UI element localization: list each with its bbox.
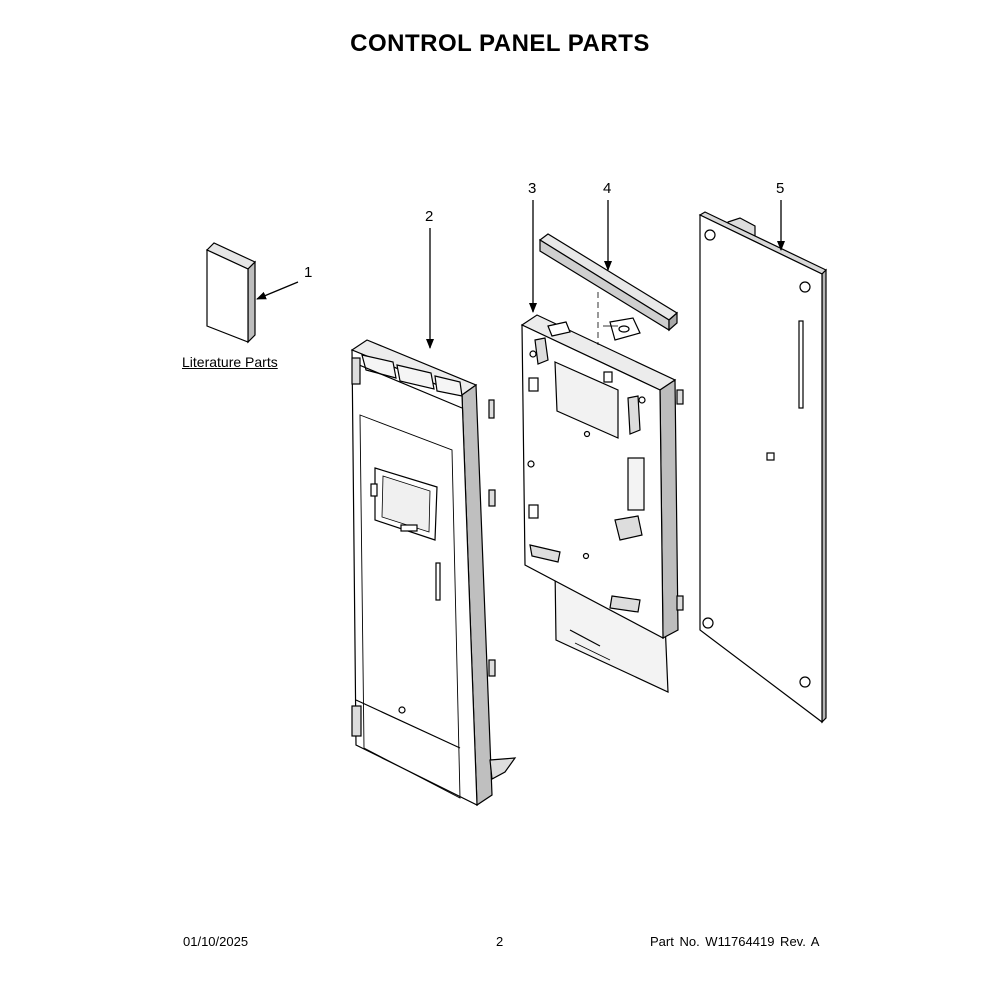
part-mounting-bracket xyxy=(520,314,684,693)
callout-number-4: 4 xyxy=(603,180,611,197)
part-control-board xyxy=(698,211,828,724)
callout-number-1: 1 xyxy=(304,264,312,281)
callout-number-5: 5 xyxy=(776,180,784,197)
part-control-panel-frame xyxy=(350,339,517,807)
part-foam-strip xyxy=(538,233,679,332)
footer-part-number: Part No. W11764419 Rev. A xyxy=(650,934,820,949)
callout-number-2: 2 xyxy=(425,208,433,225)
footer-date: 01/10/2025 xyxy=(183,934,249,949)
part-literature-booklet xyxy=(205,242,257,344)
footer-page-number: 2 xyxy=(496,934,504,949)
callout-number-3: 3 xyxy=(528,180,536,197)
leader-arrow-1 xyxy=(256,281,299,300)
literature-parts-label: Literature Parts xyxy=(182,354,278,370)
page-title: CONTROL PANEL PARTS xyxy=(350,30,650,57)
